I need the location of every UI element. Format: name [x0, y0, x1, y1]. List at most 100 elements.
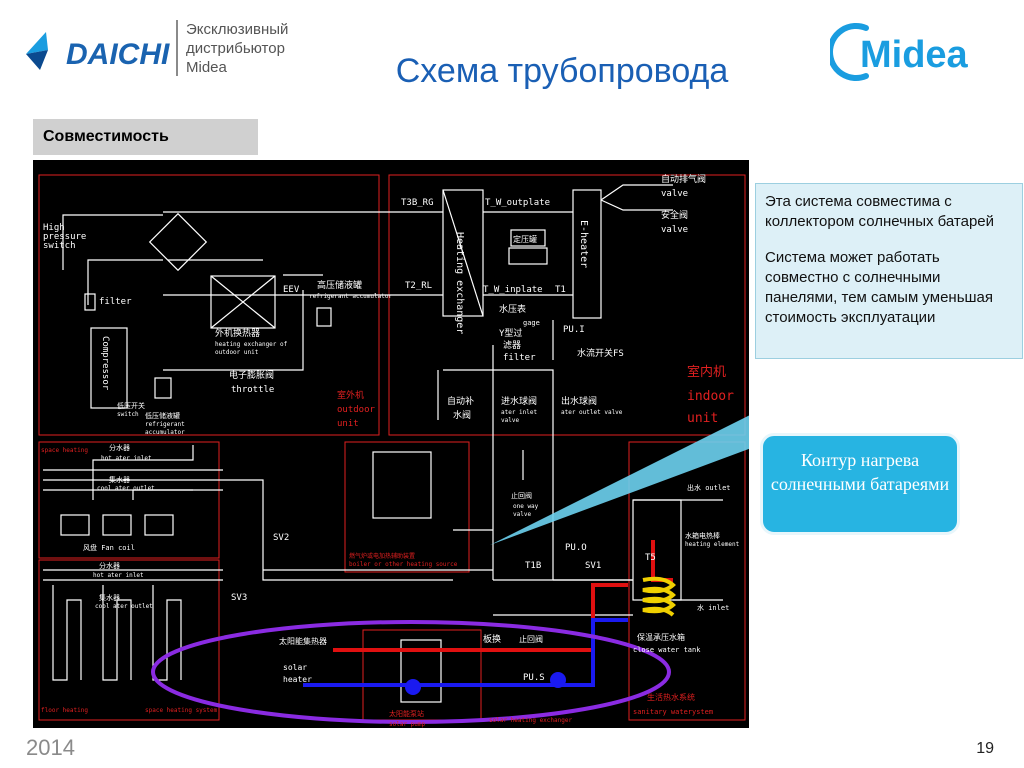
- label-sv2: SV2: [273, 533, 289, 543]
- label-heating-element-cn: 水箱电热棒: [685, 531, 720, 540]
- label-sanitary: sanitary waterystem: [633, 708, 713, 716]
- footer-year: 2014: [26, 735, 75, 760]
- label-outdoor-unit-cn: 室外机: [337, 389, 364, 401]
- label-expansion-tank: 定压罐: [513, 234, 537, 244]
- hp-tank: [316, 307, 332, 327]
- fan-coil-3: [144, 514, 174, 536]
- label-heating-exchanger: Heating exchanger: [454, 232, 465, 334]
- indoor-unit-frame: [388, 174, 746, 436]
- label-hp-tank: 高压储液罐: [317, 279, 362, 291]
- label-auto-vent: 自动排气阀: [661, 173, 706, 185]
- label-one-way: one way: [513, 503, 539, 510]
- label-t5: T5: [645, 553, 656, 563]
- solar-pump-box: [400, 639, 442, 703]
- solar-pump-icon: [405, 679, 421, 695]
- label-accumulator: 低压储液罐: [145, 411, 180, 420]
- label-outlet-ball-en: ater outlet valve: [561, 409, 623, 416]
- piping-diagram: T3B_RG T_W_outplate T2_RL T_W_inplate T1…: [33, 160, 749, 728]
- solar-circuit-highlight: [151, 620, 671, 724]
- label-check-valve: 止回阀: [511, 491, 532, 500]
- info-paragraph-1: Эта система совместима с коллектором сол…: [765, 193, 995, 230]
- label-indoor-unit-cn: 室内机: [687, 364, 726, 380]
- label-indoor-unit-en2: unit: [687, 411, 718, 426]
- label-hot-water-inlet: hot ater inlet: [101, 455, 152, 462]
- label-boiler-en: boiler or other heating source: [349, 561, 458, 568]
- label-boiler-cn: 燃气炉或电加热辅助装置: [349, 552, 415, 560]
- four-way-valve: [148, 212, 208, 272]
- label-valve-3: valve: [501, 417, 519, 424]
- label-outdoor-hex-en2: outdoor unit: [215, 349, 259, 356]
- compatibility-info-box: Эта система совместима с коллектором сол…: [755, 183, 1023, 359]
- label-eev: EEV: [283, 285, 300, 295]
- label-solar-heater-cn: 太阳能集热器: [279, 636, 327, 646]
- label-solar-pump-cn: 太阳能泵站: [389, 709, 424, 718]
- e-heater-box: [572, 189, 602, 319]
- distributor-line-3: Midea: [186, 59, 227, 76]
- fan-coil-frame: [38, 441, 220, 559]
- label-e-heater: E-heater: [578, 220, 589, 268]
- page-number: 19: [976, 740, 994, 757]
- sanitary-frame: [628, 441, 746, 721]
- midea-wordmark: Midea: [860, 34, 968, 76]
- label-valve-4: valve: [513, 511, 531, 518]
- solar-circuit-callout: Контур нагрева солнечными батареями: [760, 433, 960, 535]
- label-flow-switch: 水流开关FS: [577, 347, 624, 359]
- daichi-emblem-icon: [26, 32, 48, 70]
- label-throttle-cn: 电子膨胀阀: [229, 369, 274, 381]
- label-auto-fill: 自动补: [447, 395, 474, 407]
- accumulator: [154, 377, 172, 399]
- label-cool-water-outlet-2: cool ater outlet: [95, 603, 153, 610]
- label-low-pressure: 低压开关: [117, 401, 145, 410]
- label-distributor: 分水器: [109, 443, 130, 452]
- label-sanitary-cn: 生活热水系统: [647, 692, 695, 702]
- label-tank-cn: 保温承压水箱: [637, 632, 685, 642]
- pressure-vessel: [508, 247, 548, 265]
- label-plate-hex: 板换: [483, 633, 501, 645]
- label-t3b-rg: T3B_RG: [401, 198, 434, 208]
- label-solar: solar: [283, 663, 307, 672]
- label-accumulator-en2: accumulator: [145, 429, 185, 436]
- label-distributor-2: 分水器: [99, 561, 120, 570]
- label-valve-1: valve: [661, 189, 688, 199]
- label-outdoor-unit-en2: unit: [337, 419, 359, 429]
- label-check-valve-2: 止回阀: [519, 634, 543, 644]
- floor-heating-loops: [52, 585, 182, 681]
- solar-pump-frame: [362, 629, 482, 721]
- label-compressor: Compressor: [100, 336, 110, 391]
- outdoor-unit-frame: [38, 174, 380, 436]
- label-y-filter-cn: Y型过: [499, 327, 522, 339]
- label-solar-caption: solar heating exchanger: [489, 717, 572, 724]
- fan-coil-1: [60, 514, 90, 536]
- distributor-line-1: Эксклюзивный: [186, 21, 289, 38]
- label-space-heating: space heating: [41, 447, 88, 454]
- label-high-pressure: High: [43, 223, 65, 233]
- logo-divider: [176, 20, 178, 76]
- label-t-w-outplate: T_W_outplate: [485, 198, 550, 208]
- compressor: [90, 327, 128, 409]
- components: [60, 189, 682, 703]
- label-water-outlet: 出水 outlet: [687, 483, 731, 492]
- tank-coil: [642, 576, 676, 617]
- daichi-wordmark: DAICHI: [66, 38, 170, 71]
- midea-emblem-icon: [830, 23, 869, 81]
- label-fan-coil: 风盘 Fan coil: [83, 543, 135, 552]
- label-pressure: pressure: [43, 232, 86, 242]
- label-switch: switch: [43, 241, 76, 251]
- label-throttle: throttle: [231, 385, 274, 395]
- label-outdoor-hex: 外机换热器: [215, 327, 260, 339]
- boiler-frame: [344, 441, 470, 573]
- floor-heating-frame: [38, 559, 220, 721]
- label-outlet-ball: 出水球阀: [561, 395, 597, 407]
- label-safety-valve: 安全阀: [661, 209, 688, 221]
- label-pu-i: PU.I: [563, 325, 585, 335]
- label-pu-o: PU.O: [565, 543, 587, 553]
- section-tab-compatibility: Совместимость: [33, 119, 258, 155]
- label-refrigerant-accumulator: refrigerant accumulator: [309, 293, 392, 300]
- label-water-inlet: 水 inlet: [697, 603, 729, 612]
- label-t1: T1: [555, 285, 566, 295]
- label-inlet-ball-en: ater inlet: [501, 409, 538, 416]
- label-sv1: SV1: [585, 561, 601, 571]
- label-inlet-ball: 进水球阀: [501, 395, 537, 407]
- outdoor-heat-exchanger: [210, 275, 276, 329]
- label-accumulator-en1: refrigerant: [145, 421, 185, 428]
